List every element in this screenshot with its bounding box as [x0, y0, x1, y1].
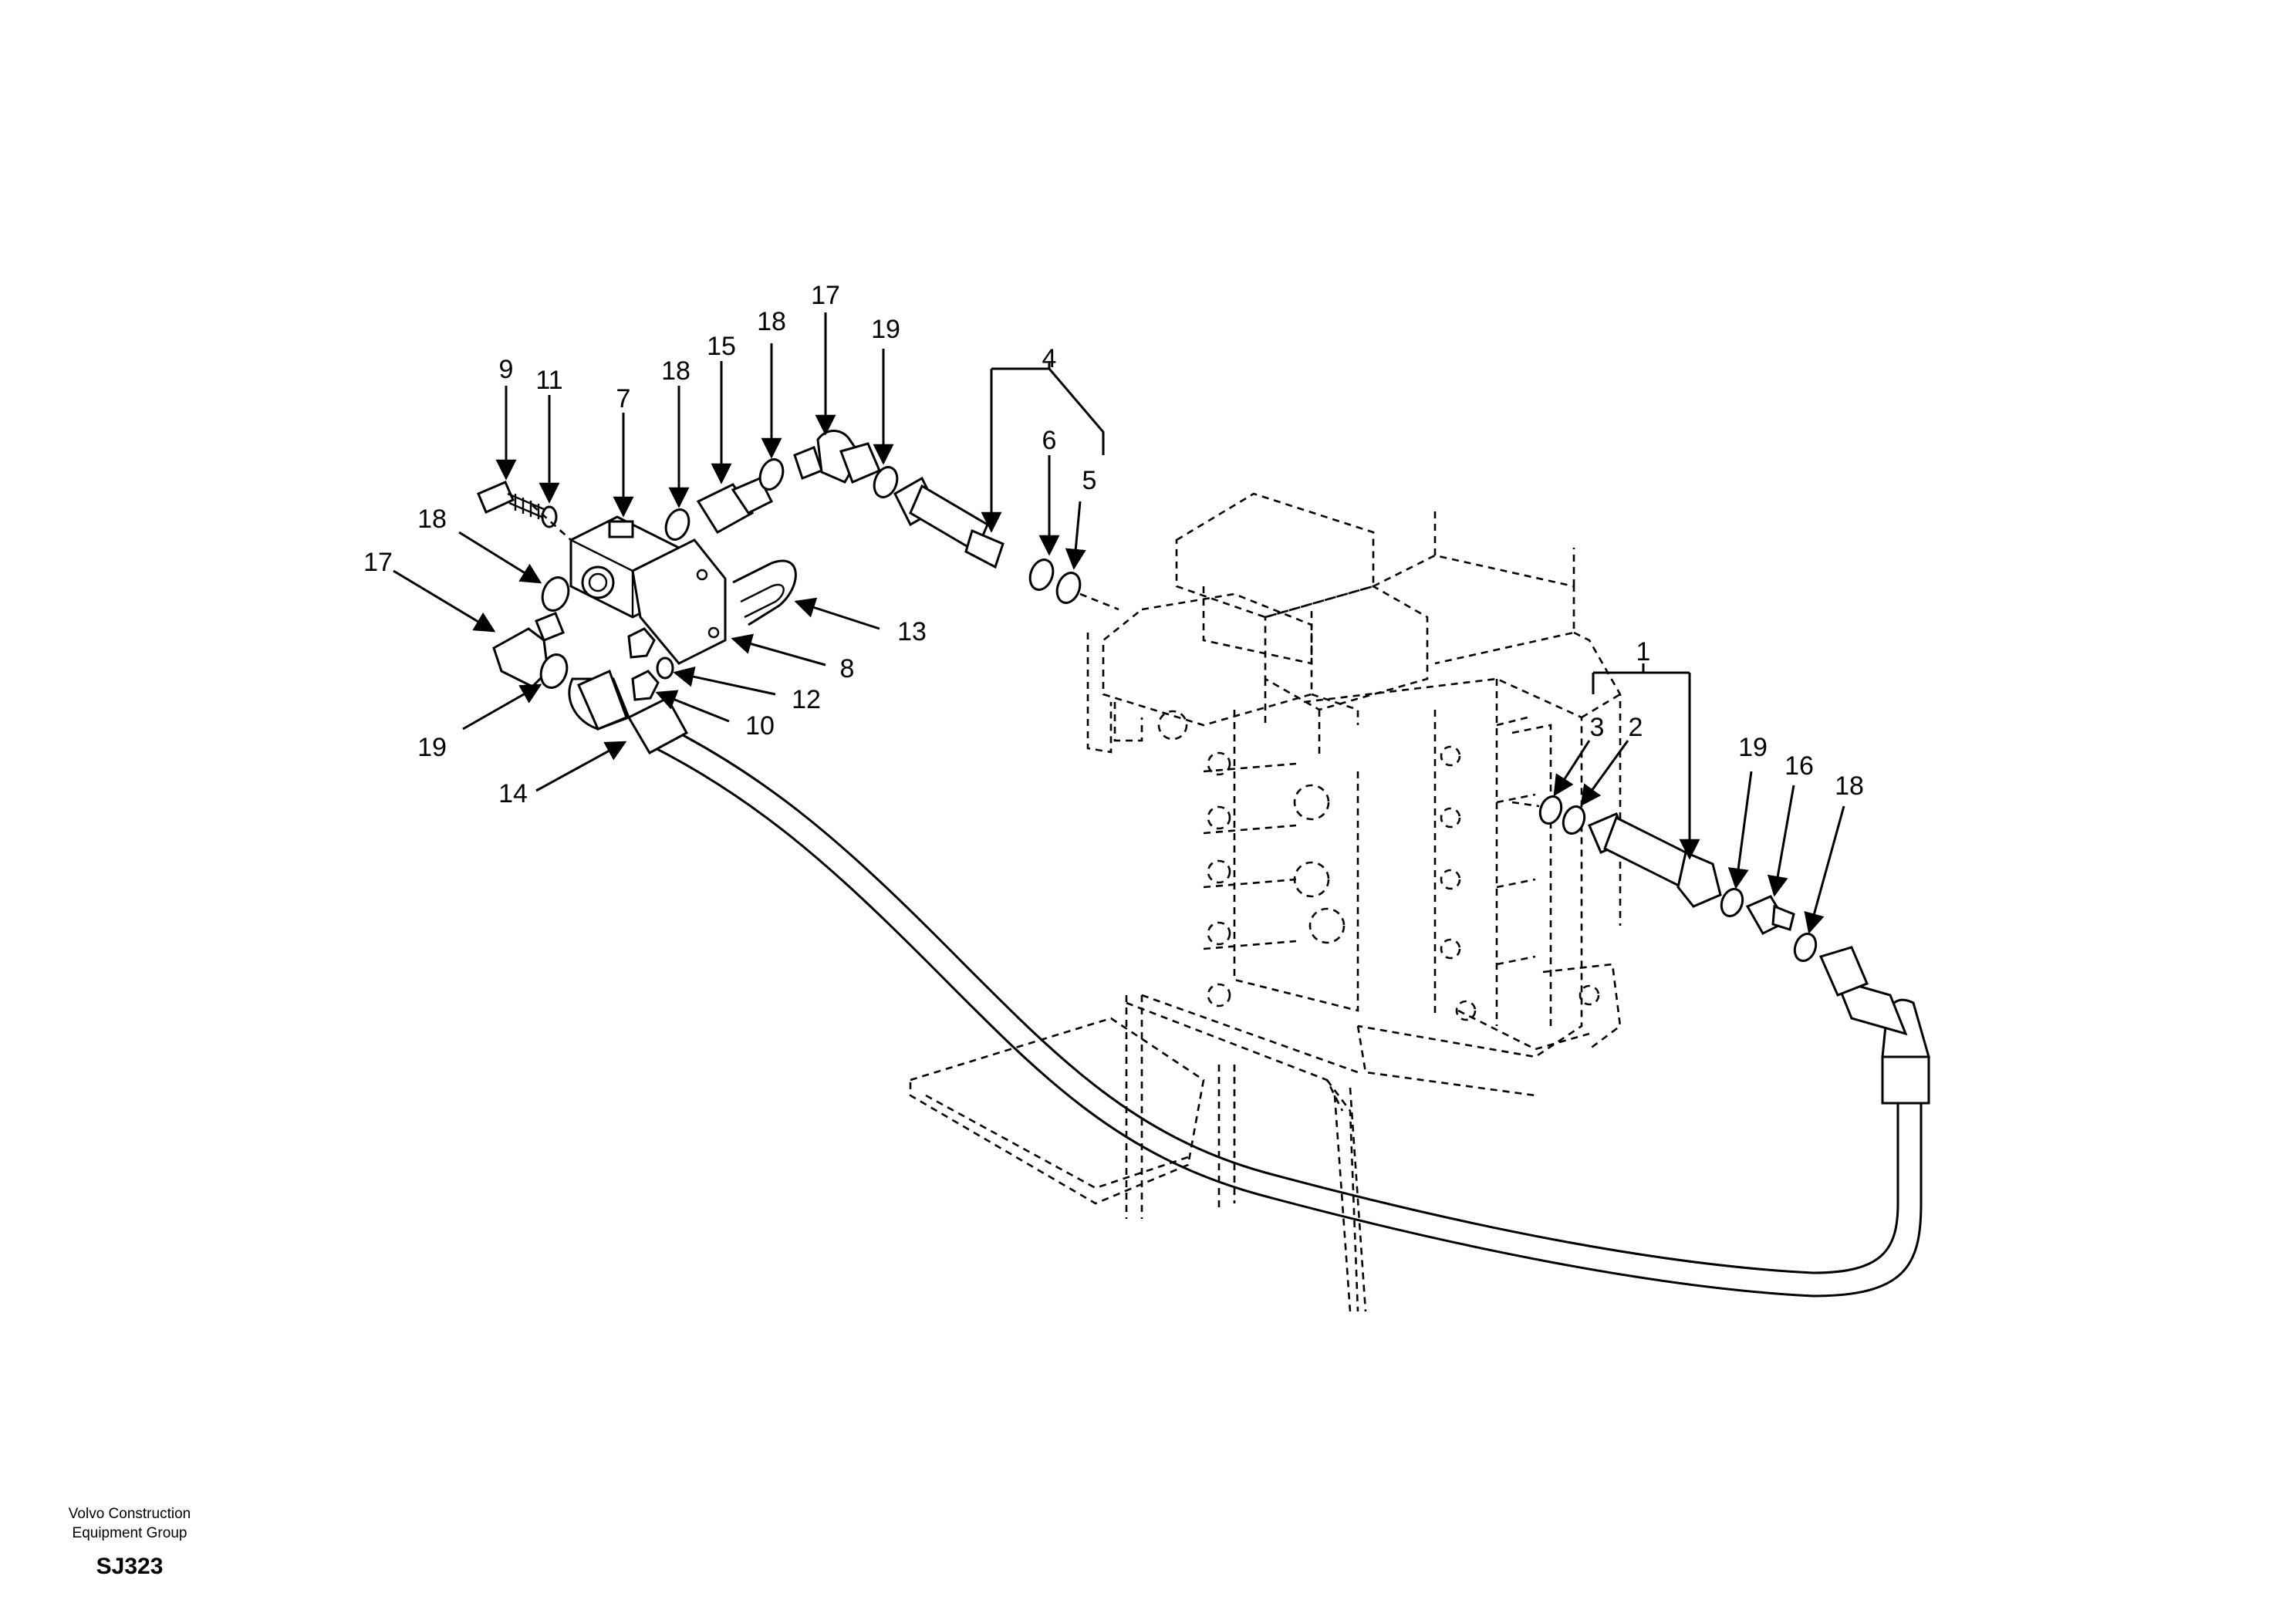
callout-18: 18	[661, 356, 690, 386]
callout-1: 1	[1636, 637, 1651, 667]
callout-3: 3	[1590, 713, 1605, 742]
callout-7: 7	[616, 384, 631, 413]
callout-6: 6	[1042, 426, 1057, 455]
callout-18: 18	[1835, 771, 1864, 801]
callout-2: 2	[1629, 713, 1643, 742]
leader-lines	[393, 312, 1845, 934]
callout-15: 15	[707, 332, 736, 361]
callout-14: 14	[498, 779, 528, 808]
left-fittings	[477, 430, 1119, 701]
callout-5: 5	[1082, 466, 1097, 495]
callout-12: 12	[792, 685, 821, 714]
callout-9: 9	[499, 355, 514, 384]
callout-18: 18	[417, 505, 447, 534]
callout-10: 10	[745, 711, 775, 741]
callout-19: 19	[871, 315, 900, 344]
callout-17: 17	[811, 281, 840, 310]
callout-19: 19	[417, 733, 447, 762]
callout-4: 4	[1042, 344, 1057, 373]
callout-18: 18	[757, 307, 786, 336]
hose-assembly	[568, 669, 1930, 1298]
brand-line-2: Equipment Group	[72, 1525, 187, 1541]
callout-8: 8	[840, 654, 855, 683]
callout-16: 16	[1784, 751, 1814, 781]
brand-block: Volvo Construction Equipment Group SJ323	[29, 1504, 230, 1580]
control-valve-outline	[909, 492, 1622, 1312]
callout-11: 11	[535, 366, 562, 395]
brand-line-1: Volvo Construction	[68, 1506, 191, 1522]
callout-19: 19	[1738, 733, 1768, 762]
callout-labels: 9 11 7 18 15 18 17 19 4 6 5 18 17 19 14 …	[363, 281, 1864, 808]
callout-17: 17	[363, 548, 393, 577]
right-fittings	[1511, 795, 1818, 962]
callout-13: 13	[897, 617, 927, 646]
drawing-code: SJ323	[96, 1554, 164, 1579]
